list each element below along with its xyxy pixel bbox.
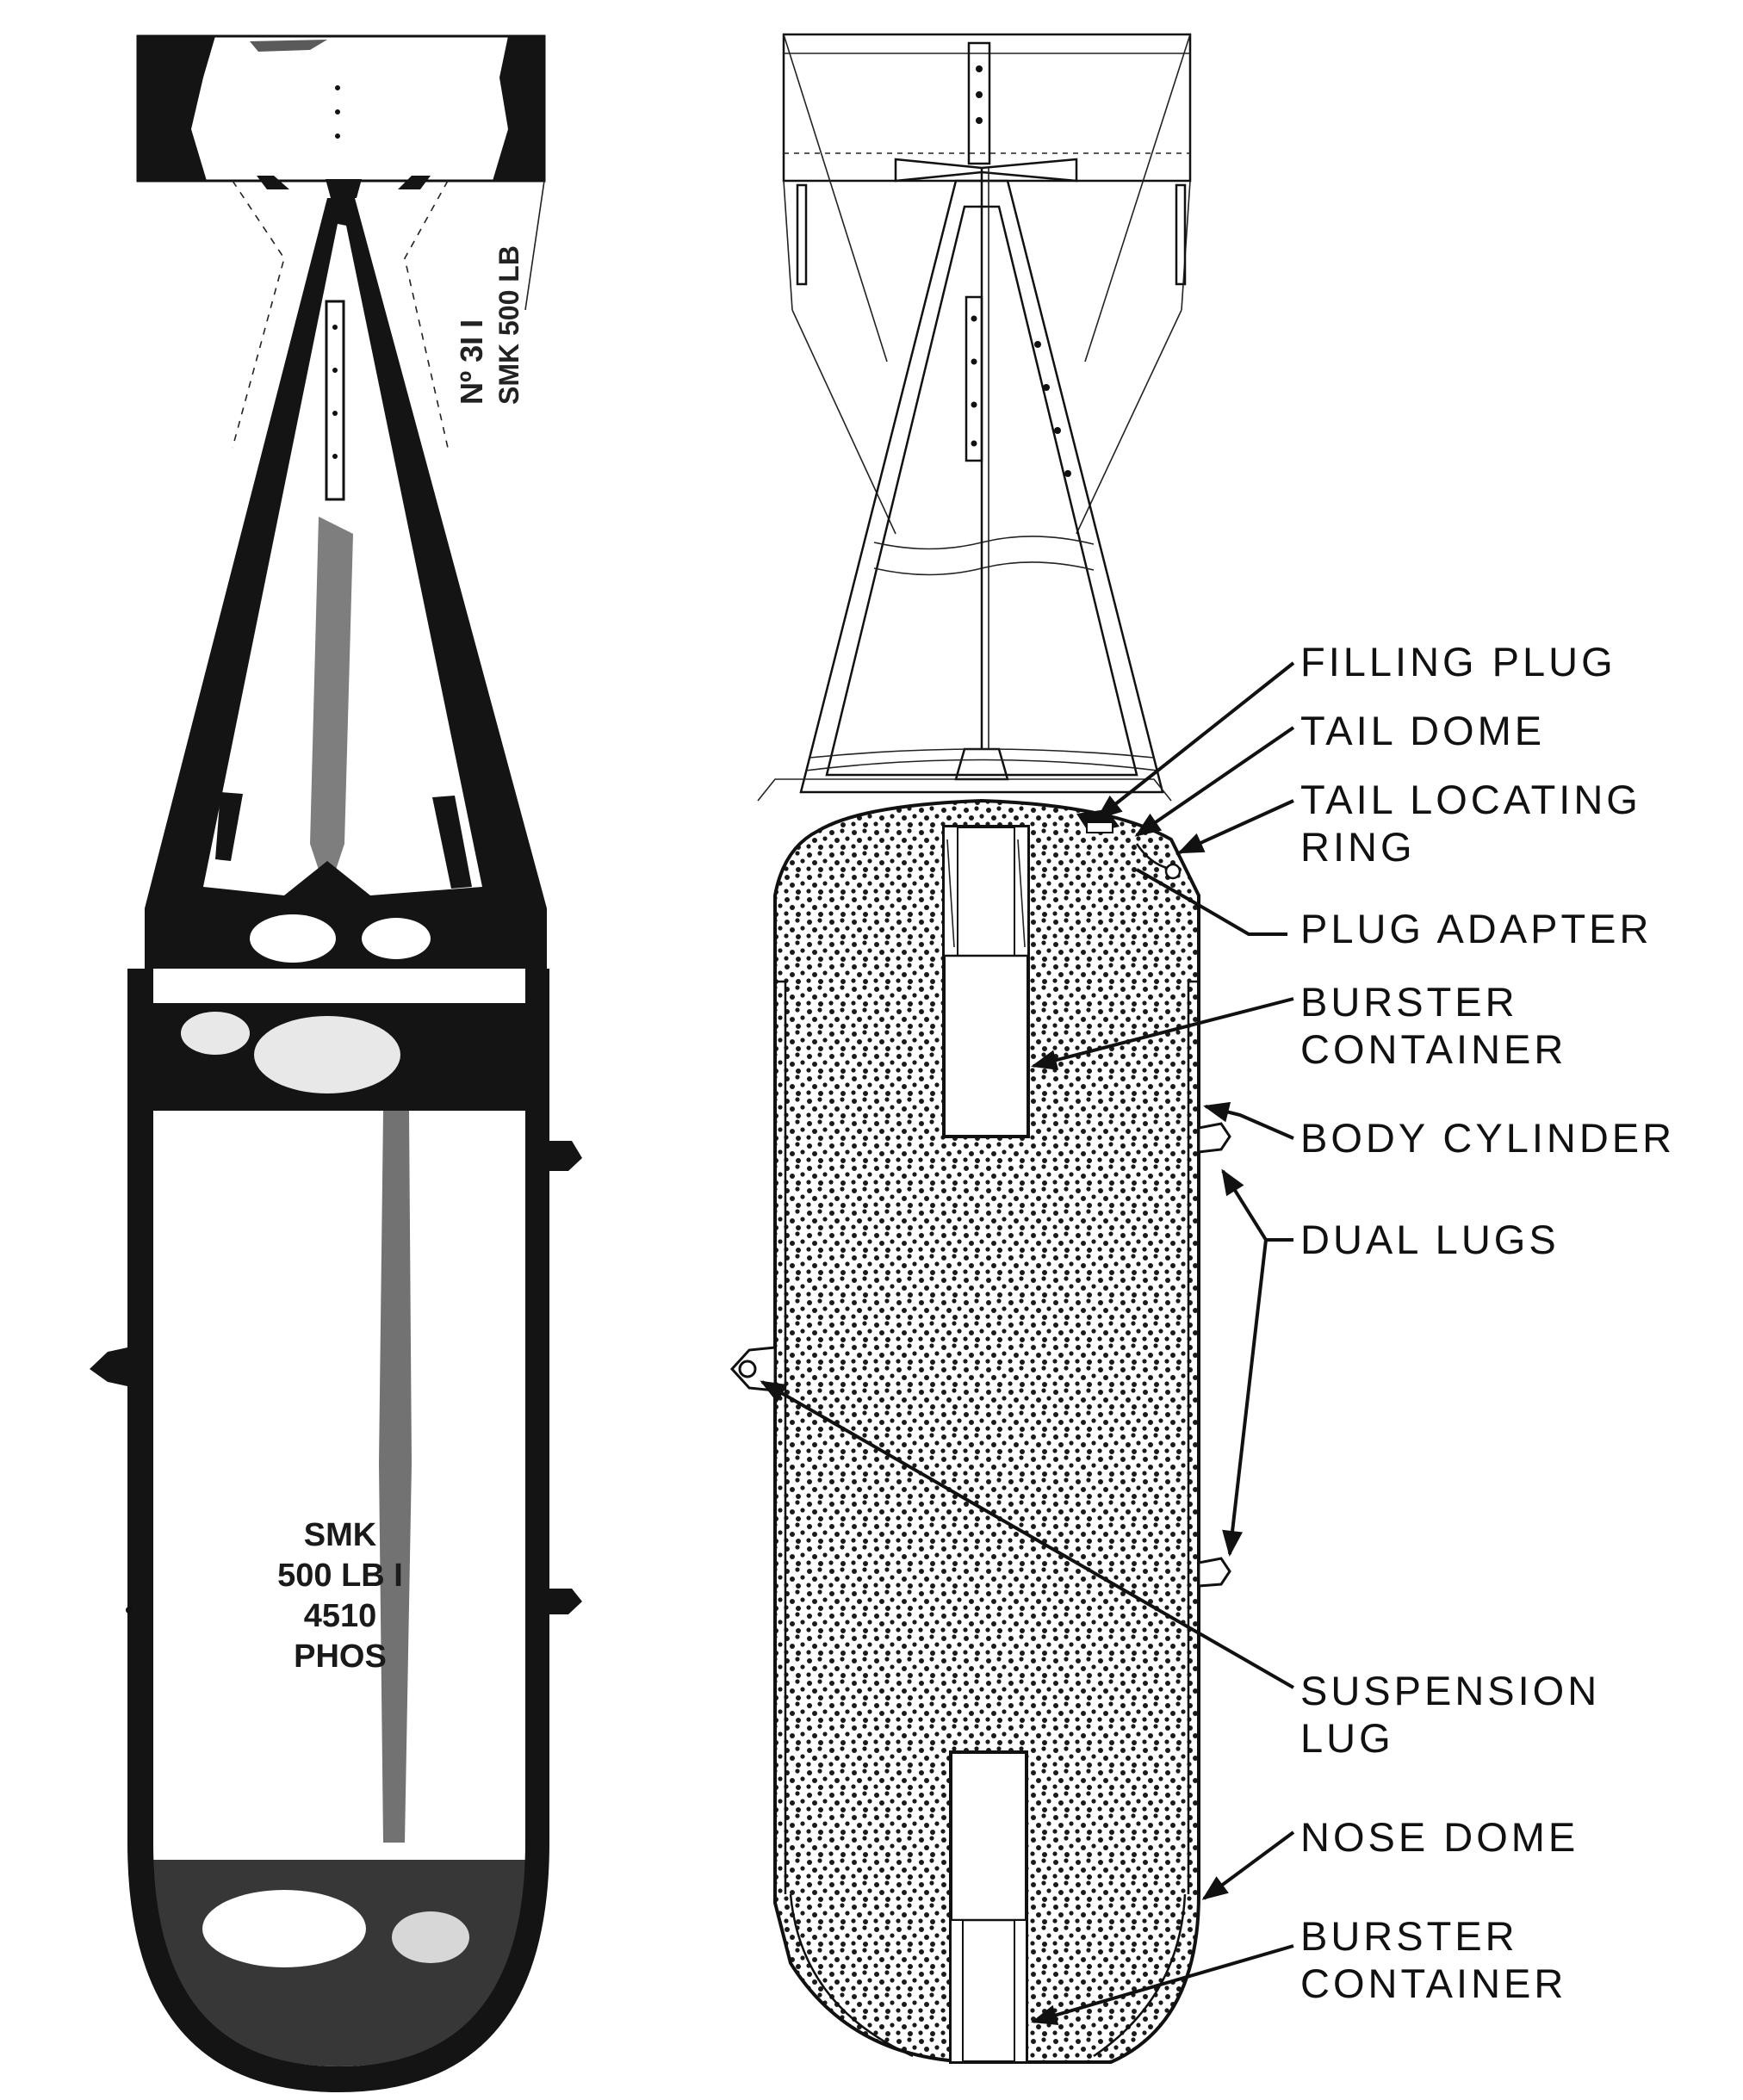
leader-lines bbox=[760, 661, 1295, 2025]
side-marking: Nº 3I I SMK 500 LB bbox=[454, 245, 524, 405]
body-cylinder-exterior bbox=[127, 969, 549, 2092]
label-plug-adapter: PLUG ADAPTER bbox=[1300, 906, 1652, 951]
cutaway-labels: FILLING PLUG TAIL DOME TAIL LOCATING RIN… bbox=[1300, 639, 1675, 2006]
label-body-cylinder: BODY CYLINDER bbox=[1300, 1115, 1675, 1161]
label-suspension-lug-line-2: LUG bbox=[1300, 1715, 1394, 1761]
label-tail-dome: TAIL DOME bbox=[1300, 708, 1545, 753]
stencil-line-3: 4510 bbox=[304, 1598, 377, 1634]
cutaway-lugs bbox=[729, 1122, 1231, 1588]
side-marking-line-1: Nº 3I I bbox=[454, 319, 489, 405]
label-nose-dome: NOSE DOME bbox=[1300, 1814, 1579, 1860]
label-tail-locating-ring-line-1: TAIL LOCATING bbox=[1300, 777, 1641, 822]
tail-burster-container bbox=[942, 825, 1030, 1138]
stencil-line-1: SMK bbox=[304, 1517, 377, 1553]
exterior-view: Nº 3I I SMK 500 LB SMK 500 LB I 4510 PHO… bbox=[90, 34, 582, 2092]
body-stencil: SMK 500 LB I 4510 PHOS bbox=[277, 1517, 403, 1675]
fin-braces bbox=[232, 176, 545, 449]
cutaway-view: FILLING PLUG TAIL DOME TAIL LOCATING RIN… bbox=[729, 33, 1675, 2064]
side-marking-line-2: SMK 500 LB bbox=[493, 245, 524, 405]
cutaway-tail-fins bbox=[782, 33, 1192, 535]
exterior-lugs bbox=[90, 1141, 582, 1614]
label-filling-plug: FILLING PLUG bbox=[1300, 639, 1616, 685]
label-burster-container-nose-line-1: BURSTER bbox=[1300, 1913, 1518, 1959]
label-tail-locating-ring-line-2: RING bbox=[1300, 824, 1416, 870]
label-burster-container-tail-line-1: BURSTER bbox=[1300, 979, 1518, 1025]
label-burster-container-nose-line-2: CONTAINER bbox=[1300, 1961, 1566, 2006]
cutaway-body bbox=[757, 778, 1200, 2064]
nose-burster-container bbox=[949, 1750, 1028, 2064]
stencil-line-2: 500 LB I bbox=[277, 1558, 403, 1594]
label-dual-lugs: DUAL LUGS bbox=[1300, 1217, 1560, 1262]
tail-cone bbox=[145, 198, 547, 908]
label-burster-container-tail-line-2: CONTAINER bbox=[1300, 1026, 1566, 1072]
cutaway-tail-cone bbox=[799, 168, 1164, 794]
tail-band bbox=[145, 908, 547, 969]
stencil-line-4: PHOS bbox=[294, 1638, 387, 1675]
tail-fin-box bbox=[136, 34, 546, 183]
label-suspension-lug-line-1: SUSPENSION bbox=[1300, 1668, 1600, 1713]
